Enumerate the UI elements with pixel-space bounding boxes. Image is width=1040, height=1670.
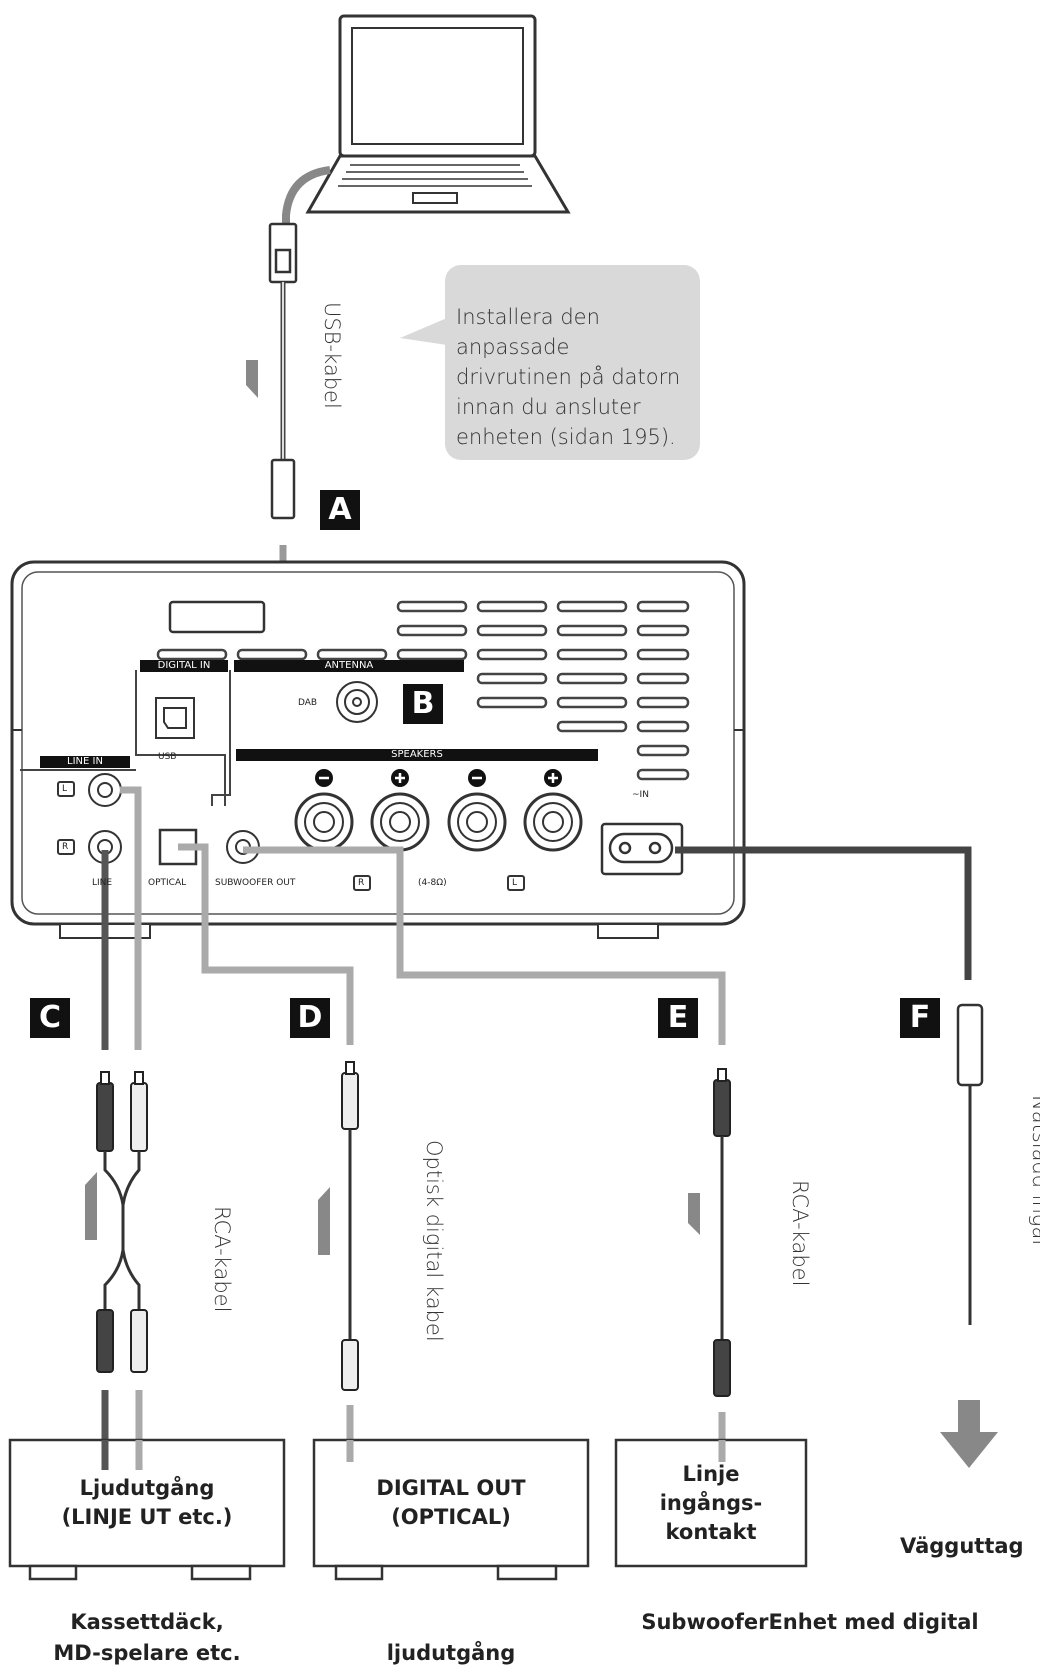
- caption-subwoofer: SubwooferEnhet med digital: [641, 1610, 979, 1634]
- speaker-r-label: R: [358, 878, 365, 888]
- info-callout-text: Installera den anpassade drivrutinen på …: [456, 305, 681, 449]
- usb-plug-icon: [268, 222, 298, 284]
- optical-cable-label: Optisk digital kabel: [422, 1140, 446, 1342]
- optical-cable-icon: [341, 1061, 359, 1391]
- impedance-label: (4-8Ω): [418, 878, 447, 888]
- down-arrow-icon: [246, 360, 258, 398]
- device-box-digital-out: DIGITAL OUT (OPTICAL): [376, 1476, 526, 1529]
- caption-cassette: Kassettdäck, MD-spelare etc.: [53, 1610, 241, 1665]
- speaker-terminals: [294, 792, 583, 852]
- main-unit: [10, 560, 746, 939]
- speaker-l-label: L: [512, 878, 518, 888]
- speakers-label: SPEAKERS: [236, 749, 598, 761]
- usb-cable-label: USB-kabel: [320, 302, 344, 409]
- dab-label: DAB: [298, 698, 318, 708]
- marker-f: F: [900, 998, 940, 1038]
- device-box-audio-out: Ljudutgång (LINJE UT etc.): [61, 1476, 233, 1529]
- marker-e: E: [658, 998, 698, 1038]
- usb-b-plug-icon: [270, 458, 296, 520]
- line-label: LINE: [92, 878, 113, 888]
- marker-a: A: [320, 490, 360, 530]
- big-down-arrow-icon: [940, 1400, 998, 1468]
- l-label: L: [62, 784, 68, 794]
- device-box-line-input: Linje ingångs- kontakt: [659, 1462, 763, 1544]
- ac-in-label: ~IN: [632, 790, 649, 800]
- power-plug-icon: [956, 1003, 984, 1325]
- digital-in-label: DIGITAL IN: [140, 660, 228, 672]
- rca-y-cable-icon: [96, 1071, 148, 1373]
- subwoofer-out-label: SUBWOOFER OUT: [215, 878, 296, 888]
- marker-c: C: [30, 998, 70, 1038]
- up-arrow-icon: [85, 1172, 97, 1185]
- optical-label: OPTICAL: [148, 878, 187, 888]
- usb-jack-icon: [155, 697, 195, 739]
- r-label: R: [62, 842, 69, 852]
- laptop-icon: [305, 14, 571, 214]
- antenna-label: ANTENNA: [234, 660, 464, 672]
- rca-cable-label-left: RCA-kabel: [210, 1206, 234, 1313]
- power-cord-label: Nätsladd ingår: [1028, 1095, 1040, 1249]
- dab-antenna-jack-icon: [336, 681, 378, 723]
- marker-b: B: [403, 684, 443, 724]
- rca-cable-label-right: RCA-kabel: [788, 1180, 812, 1287]
- ac-inlet-icon: [600, 822, 684, 876]
- caption-digital-audio: ljudutgång: [386, 1641, 516, 1665]
- wall-outlet-label: Vägguttag: [900, 1534, 1024, 1558]
- info-callout: [445, 265, 700, 460]
- usb-port-label: USB: [158, 752, 177, 762]
- line-in-label: LINE IN: [40, 756, 130, 768]
- rca-cable-icon: [713, 1068, 731, 1397]
- marker-d: D: [290, 998, 330, 1038]
